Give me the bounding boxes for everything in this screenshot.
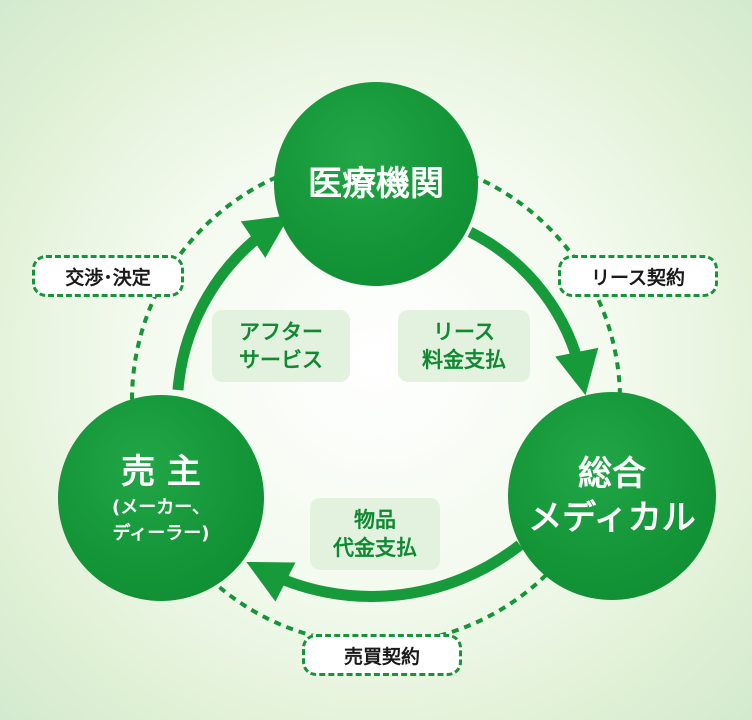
flow-goods-payment-line1: 物品 xyxy=(354,508,396,532)
flow-lease-fee-line1: リース xyxy=(433,320,495,344)
node-seller-label: 売 主 xyxy=(121,452,201,492)
tag-lease-contract: リース契約 xyxy=(558,255,718,297)
tag-sales-contract: 売買契約 xyxy=(302,634,462,676)
node-medical-institution: 医療機関 xyxy=(274,82,478,286)
node-medical-label: 医療機関 xyxy=(308,164,444,204)
flow-after-service-line1: アフター xyxy=(239,320,323,344)
flow-after-service: アフター サービス xyxy=(212,310,350,382)
arrow-lease-fee xyxy=(467,227,599,396)
node-sogo-line2: メディカル xyxy=(528,498,696,538)
node-seller-sub1: (メーカー、 xyxy=(111,497,211,518)
tag-negotiation: 交渉･決定 xyxy=(32,255,184,297)
node-seller-sub2: ディーラー) xyxy=(112,523,210,544)
arrow-after-service xyxy=(172,215,290,391)
flow-lease-fee: リース 料金支払 xyxy=(398,310,530,382)
flow-goods-payment-line2: 代金支払 xyxy=(333,536,417,560)
node-seller: 売 主 (メーカー、 ディーラー) xyxy=(58,395,264,601)
node-sogo-line1: 総合 xyxy=(578,454,646,494)
arrow-goods-payment xyxy=(246,540,524,602)
flow-after-service-line2: サービス xyxy=(239,348,323,372)
flow-lease-fee-line2: 料金支払 xyxy=(422,348,506,372)
node-sogo-medical: 総合 メディカル xyxy=(508,392,716,600)
flow-goods-payment: 物品 代金支払 xyxy=(310,498,440,570)
